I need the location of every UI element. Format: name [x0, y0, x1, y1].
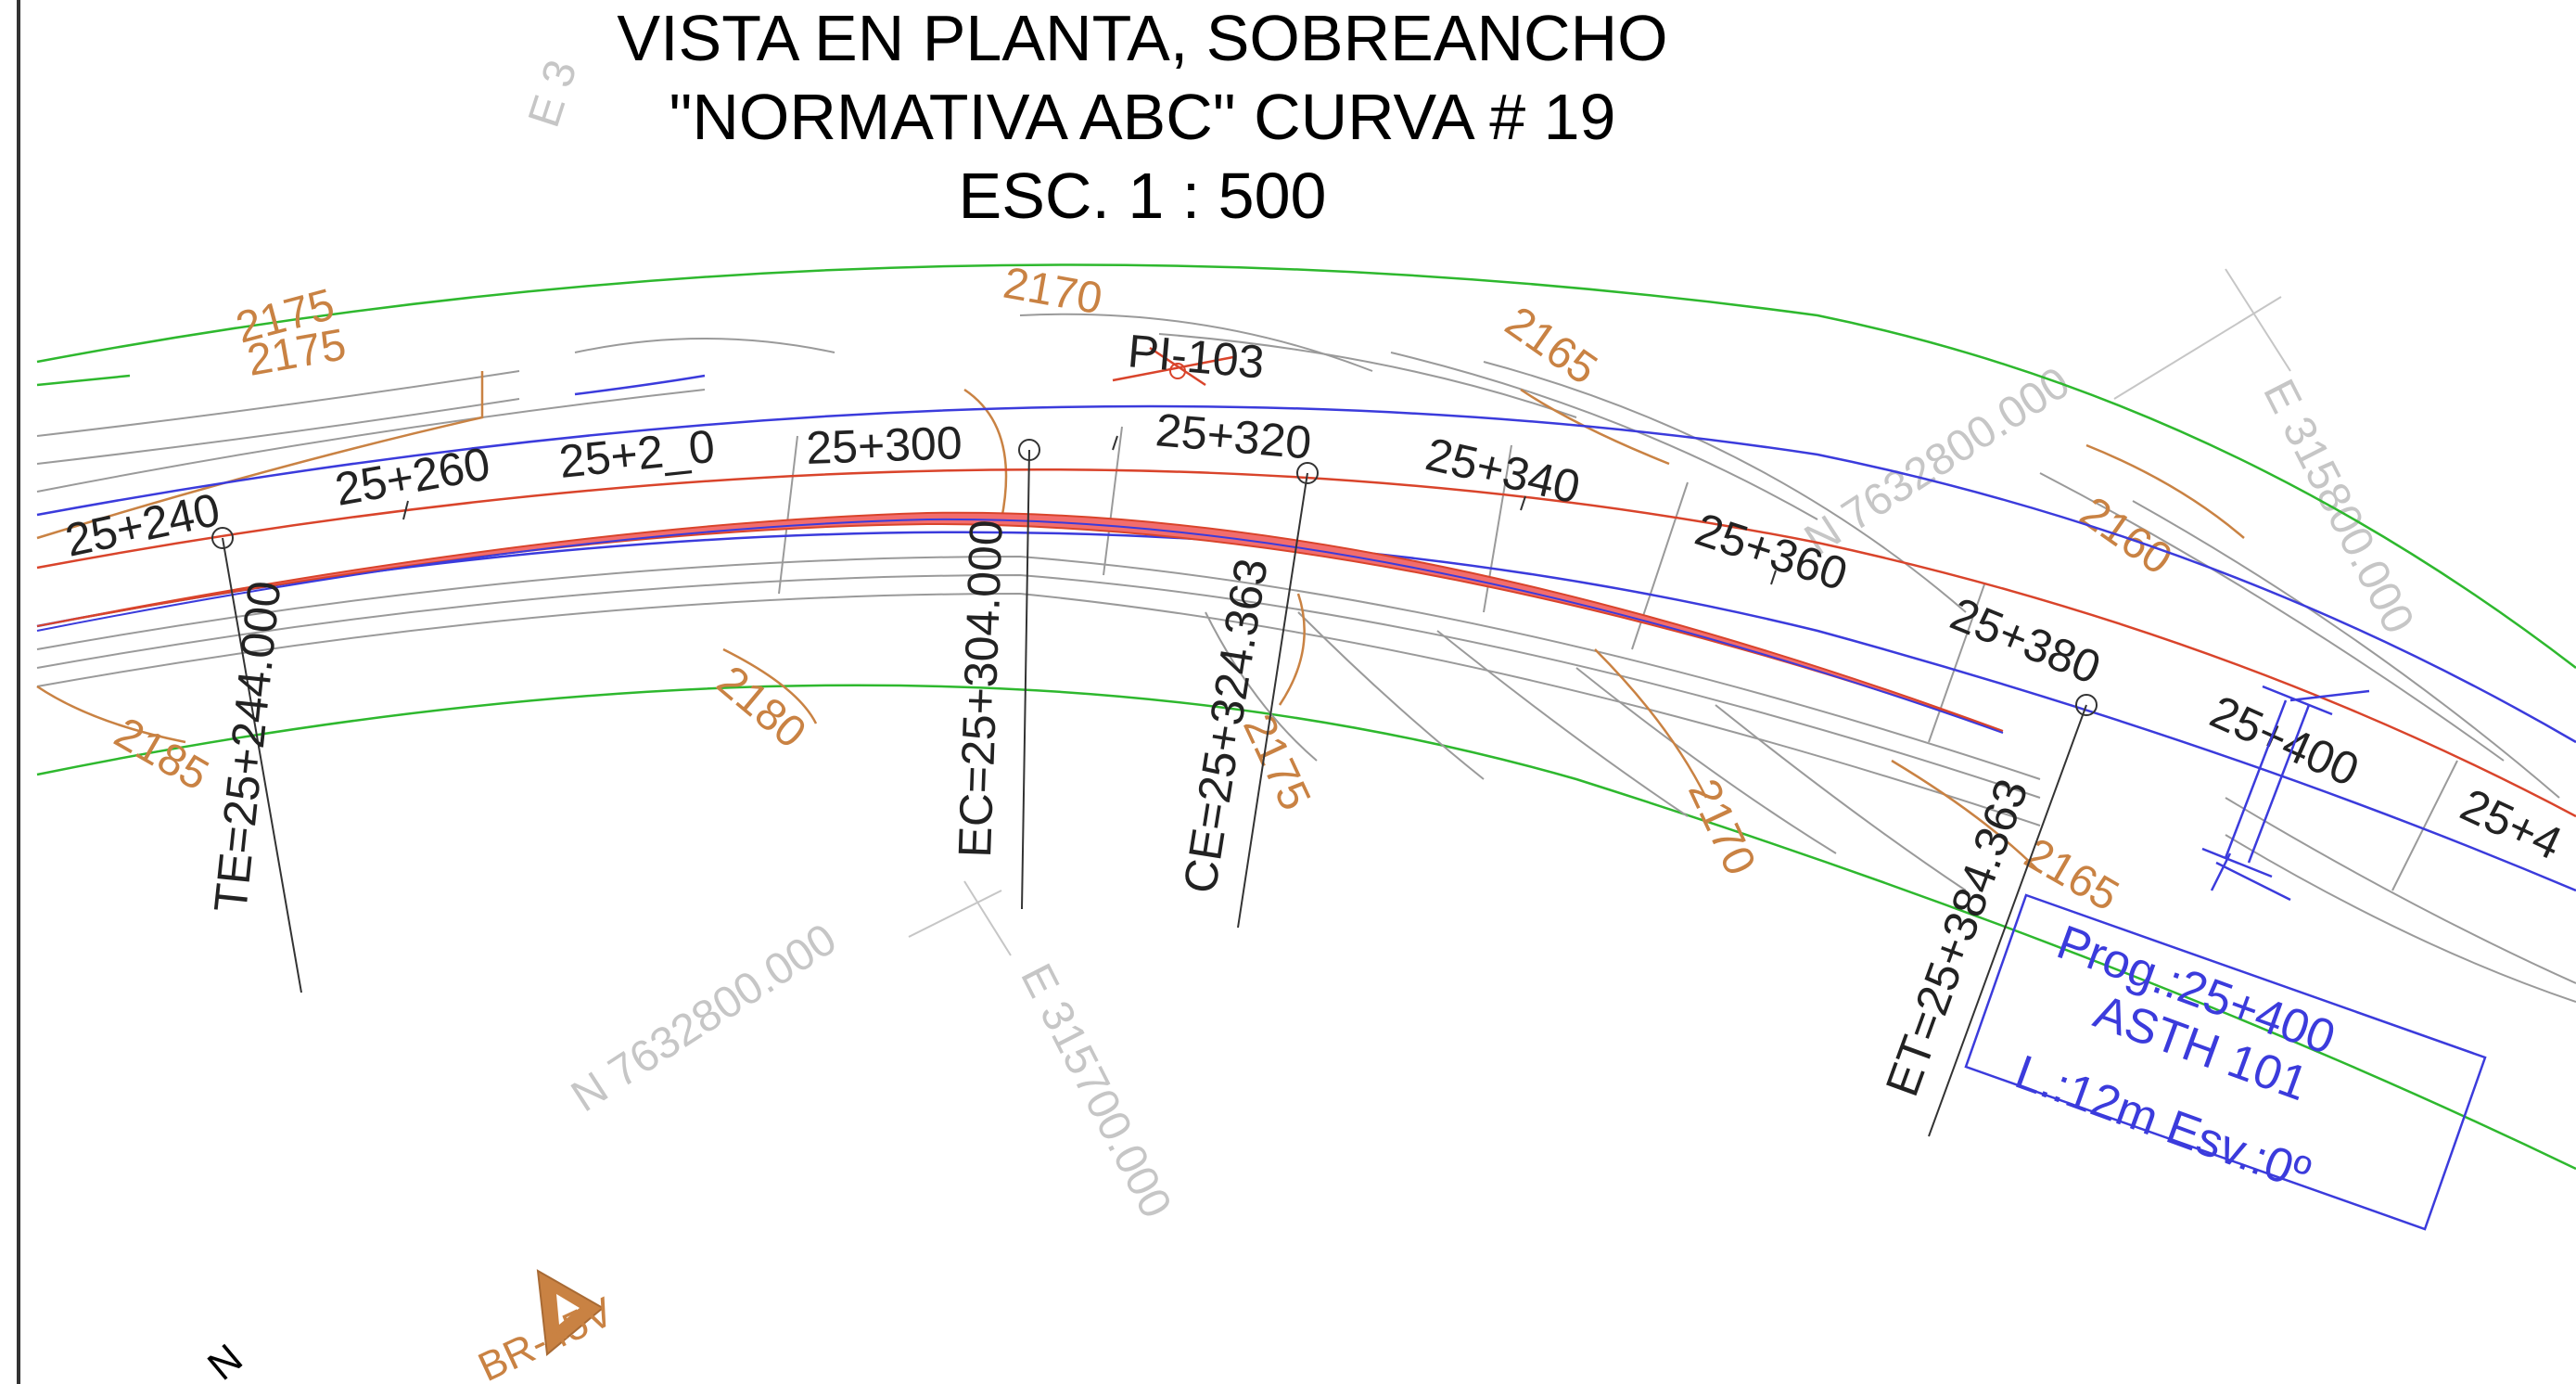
station-label: 25+2_0 [556, 420, 717, 488]
grid-label-east-upper: E 315800.000 [2253, 372, 2423, 641]
contour-label: 2160 [2072, 488, 2181, 585]
contour-label: 2185 [107, 709, 217, 801]
terrain-lines [36, 313, 2576, 1003]
culvert-info-box: Prog.:25+400 ASTH 101 L.:12m Esv.:0º [1964, 893, 2487, 1231]
ec-label: EC=25+304.000 [949, 519, 1013, 858]
station-label: 25+320 [1154, 404, 1313, 468]
station-label: 25+380 [1944, 587, 2108, 694]
widening-edge [36, 518, 2004, 734]
pi-label: PI-103 [1126, 325, 1267, 389]
contour-label: 2165 [1497, 298, 1606, 395]
drawing-title: VISTA EN PLANTA, SOBREANCHO "NORMATIVA A… [617, 2, 1667, 232]
coordinate-grid [908, 268, 2291, 956]
contour-label: 2170 [1678, 772, 1765, 882]
title-line-1: VISTA EN PLANTA, SOBREANCHO [617, 2, 1667, 74]
grid-label-north-lower: N 7632800.000 [563, 915, 845, 1121]
et-label: ET=25+384.363 [1876, 773, 2038, 1103]
benchmark-marker: BR-45V [472, 1269, 620, 1384]
right-of-way-lines [36, 263, 2576, 1171]
grid-label-east-lower: E 315700.000 [1011, 956, 1180, 1225]
te-label: TE=25+244.000 [204, 579, 290, 916]
title-line-3: ESC. 1 : 500 [959, 160, 1327, 232]
pi-marker: PI-103 [1112, 325, 1267, 389]
station-label: 25+300 [805, 416, 963, 474]
grid-label-east-top-left: E 3 [519, 55, 587, 134]
title-line-2: "NORMATIVA ABC" CURVA # 19 [670, 81, 1616, 153]
centerline [36, 468, 2576, 818]
grid-label-north-upper: N 7632800.000 [1796, 358, 2078, 565]
contour-label: 2170 [1000, 259, 1105, 325]
north-arrow: N [199, 1336, 251, 1384]
contour-lines [36, 371, 2245, 873]
culvert-symbol [2201, 685, 2370, 902]
widening-area [36, 511, 2004, 732]
contour-label: 2165 [2017, 829, 2127, 921]
curve-point-markers [211, 435, 2098, 1137]
